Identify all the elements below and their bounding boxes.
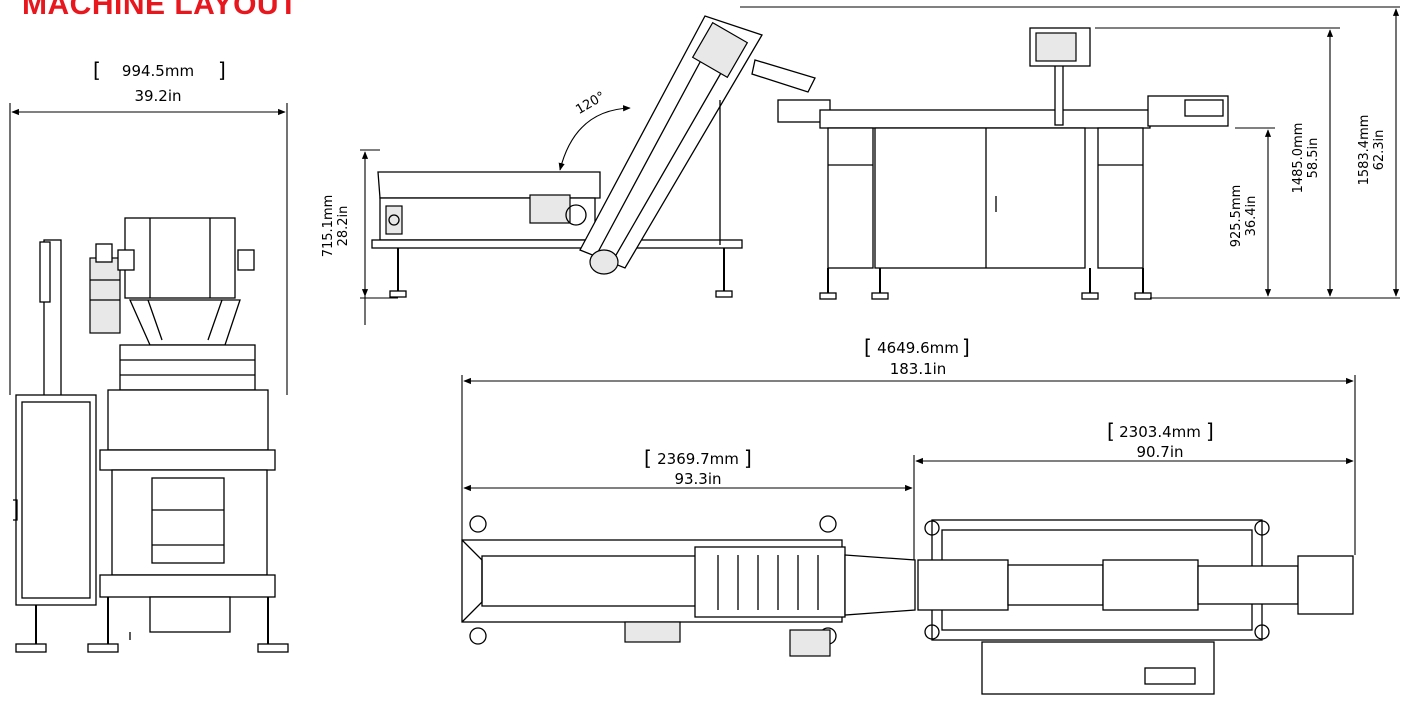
total-length-mm: 4649.6mm xyxy=(877,339,959,357)
side-view: 120° 715.1mm 28.2in xyxy=(321,6,1400,325)
svg-text:]: ] xyxy=(218,58,226,82)
front-width-mm: 994.5mm xyxy=(122,62,194,80)
total-length-dimension: [ ] 4649.6mm 183.1in xyxy=(461,335,1356,555)
svg-text:]: ] xyxy=(1206,419,1214,443)
table-height-mm: 925.5mm xyxy=(1229,185,1244,248)
table-height-in: 36.4in xyxy=(1244,196,1259,237)
machine-length-in: 90.7in xyxy=(1136,443,1183,461)
infeed-height-mm: 715.1mm xyxy=(321,195,336,258)
front-width-in: 39.2in xyxy=(134,87,181,105)
svg-text:]: ] xyxy=(962,335,970,359)
display-height-in: 58.5in xyxy=(1306,138,1321,179)
feeder-length-dimension: [ ] 2369.7mm 93.3in xyxy=(463,446,915,560)
total-length-in: 183.1in xyxy=(890,360,947,378)
svg-text:]: ] xyxy=(744,446,752,470)
infeed-height-in: 28.2in xyxy=(336,206,351,247)
front-width-dimension: [ ] 994.5mm 39.2in xyxy=(9,58,288,395)
display-height-dimension: 1485.0mm 58.5in xyxy=(1095,27,1340,297)
front-view: [ ] 994.5mm 39.2in xyxy=(9,58,289,653)
machine-length-dimension: [ ] 2303.4mm 90.7in xyxy=(915,419,1354,465)
total-height-dimension: 1583.4mm 62.3in xyxy=(740,6,1400,297)
svg-text:[: [ xyxy=(864,335,872,359)
page-title: MACHINE LAYOUT xyxy=(22,0,298,21)
svg-text:[: [ xyxy=(93,58,101,82)
feeder-length-mm: 2369.7mm xyxy=(657,450,739,468)
machine-length-mm: 2303.4mm xyxy=(1119,423,1201,441)
svg-text:[: [ xyxy=(644,446,652,470)
total-height-mm: 1583.4mm xyxy=(1357,115,1372,186)
feeder-length-in: 93.3in xyxy=(674,470,721,488)
display-height-mm: 1485.0mm xyxy=(1291,123,1306,194)
svg-text:[: [ xyxy=(1107,419,1115,443)
infeed-height-dimension: 715.1mm 28.2in xyxy=(321,149,398,325)
table-height-dimension: 925.5mm 36.4in xyxy=(1150,127,1400,299)
top-view: [ ] 4649.6mm 183.1in [ ] 2369.7mm 93.3in… xyxy=(461,335,1356,695)
total-height-in: 62.3in xyxy=(1372,130,1387,171)
